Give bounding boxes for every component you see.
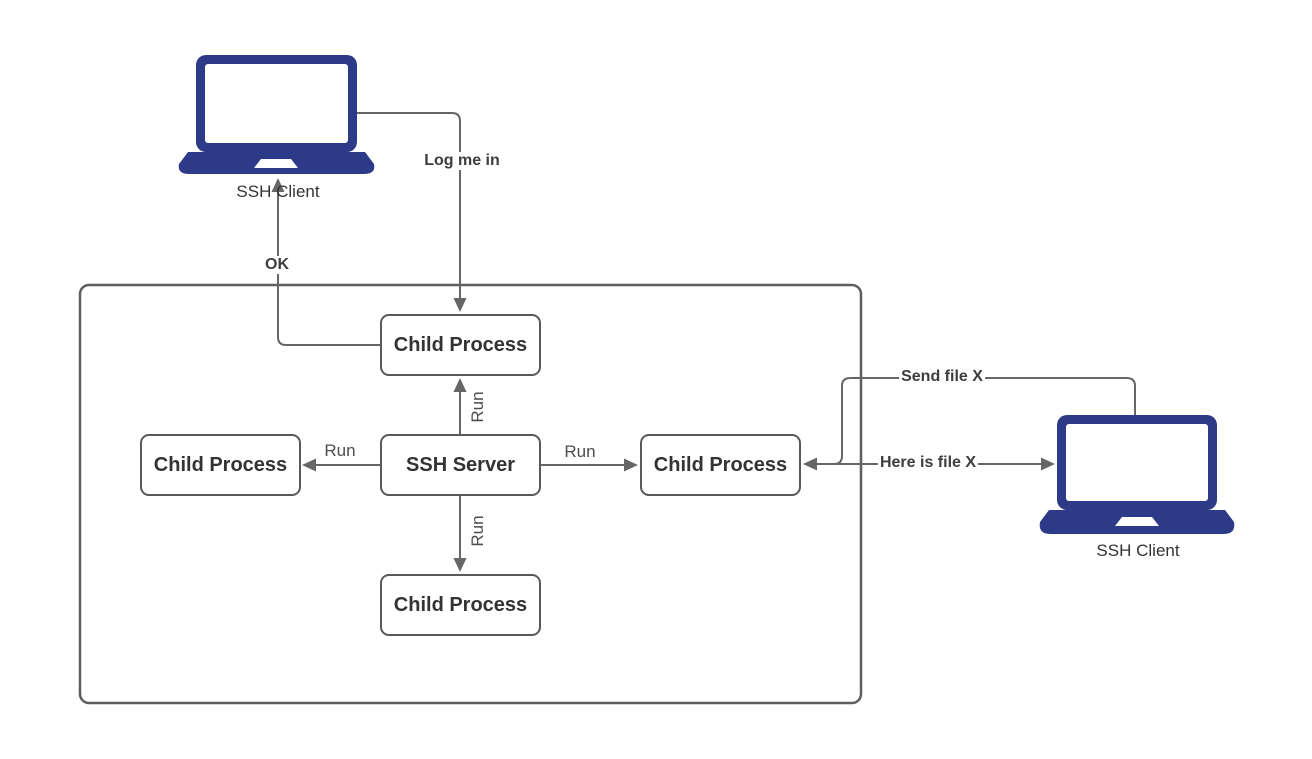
edge-label-run-down: Run [468, 515, 487, 547]
edge-label-run-right: Run [564, 442, 596, 461]
connector-send-file [816, 377, 1136, 465]
node-child-process-left: Child Process [140, 434, 301, 496]
arrowheads [271, 178, 1055, 572]
client-right-caption: SSH Client [1096, 541, 1180, 560]
node-ssh-server: SSH Server [380, 434, 541, 496]
laptop-icon [178, 55, 375, 174]
edge-label-run-up: Run [468, 391, 487, 423]
edge-label-ok: OK [263, 256, 291, 274]
arrowhead-here-is-file [1041, 457, 1055, 471]
edge-label-log-me-in: Log me in [422, 152, 502, 170]
edge-label-run-left: Run [324, 441, 356, 460]
arrowhead-log-me-in [453, 298, 467, 312]
node-child-process-bottom: Child Process [380, 574, 541, 636]
connector-ok [277, 190, 380, 346]
connector-log-me-in [357, 112, 461, 300]
node-child-process-right: Child Process [640, 434, 801, 496]
arrowhead-run-left [302, 458, 316, 472]
edge-label-here-is-file-x: Here is file X [877, 454, 979, 472]
arrowhead-run-down [453, 558, 467, 572]
arrowhead-send-file [803, 457, 817, 471]
laptop-icon [1039, 415, 1235, 534]
arrowhead-run-right [624, 458, 638, 472]
laptop-screen [1066, 424, 1208, 501]
client-left-caption: SSH Client [236, 182, 320, 201]
connector-lines [277, 112, 1136, 560]
node-child-process-top: Child Process [380, 314, 541, 376]
edge-label-send-file-x: Send file X [899, 368, 985, 386]
arrowhead-ok [271, 178, 285, 192]
laptop-notch [254, 159, 298, 168]
laptop-screen [205, 64, 348, 143]
server-boundary-box [78, 283, 863, 705]
arrowhead-run-up [453, 378, 467, 392]
laptop-notch [1115, 517, 1159, 526]
